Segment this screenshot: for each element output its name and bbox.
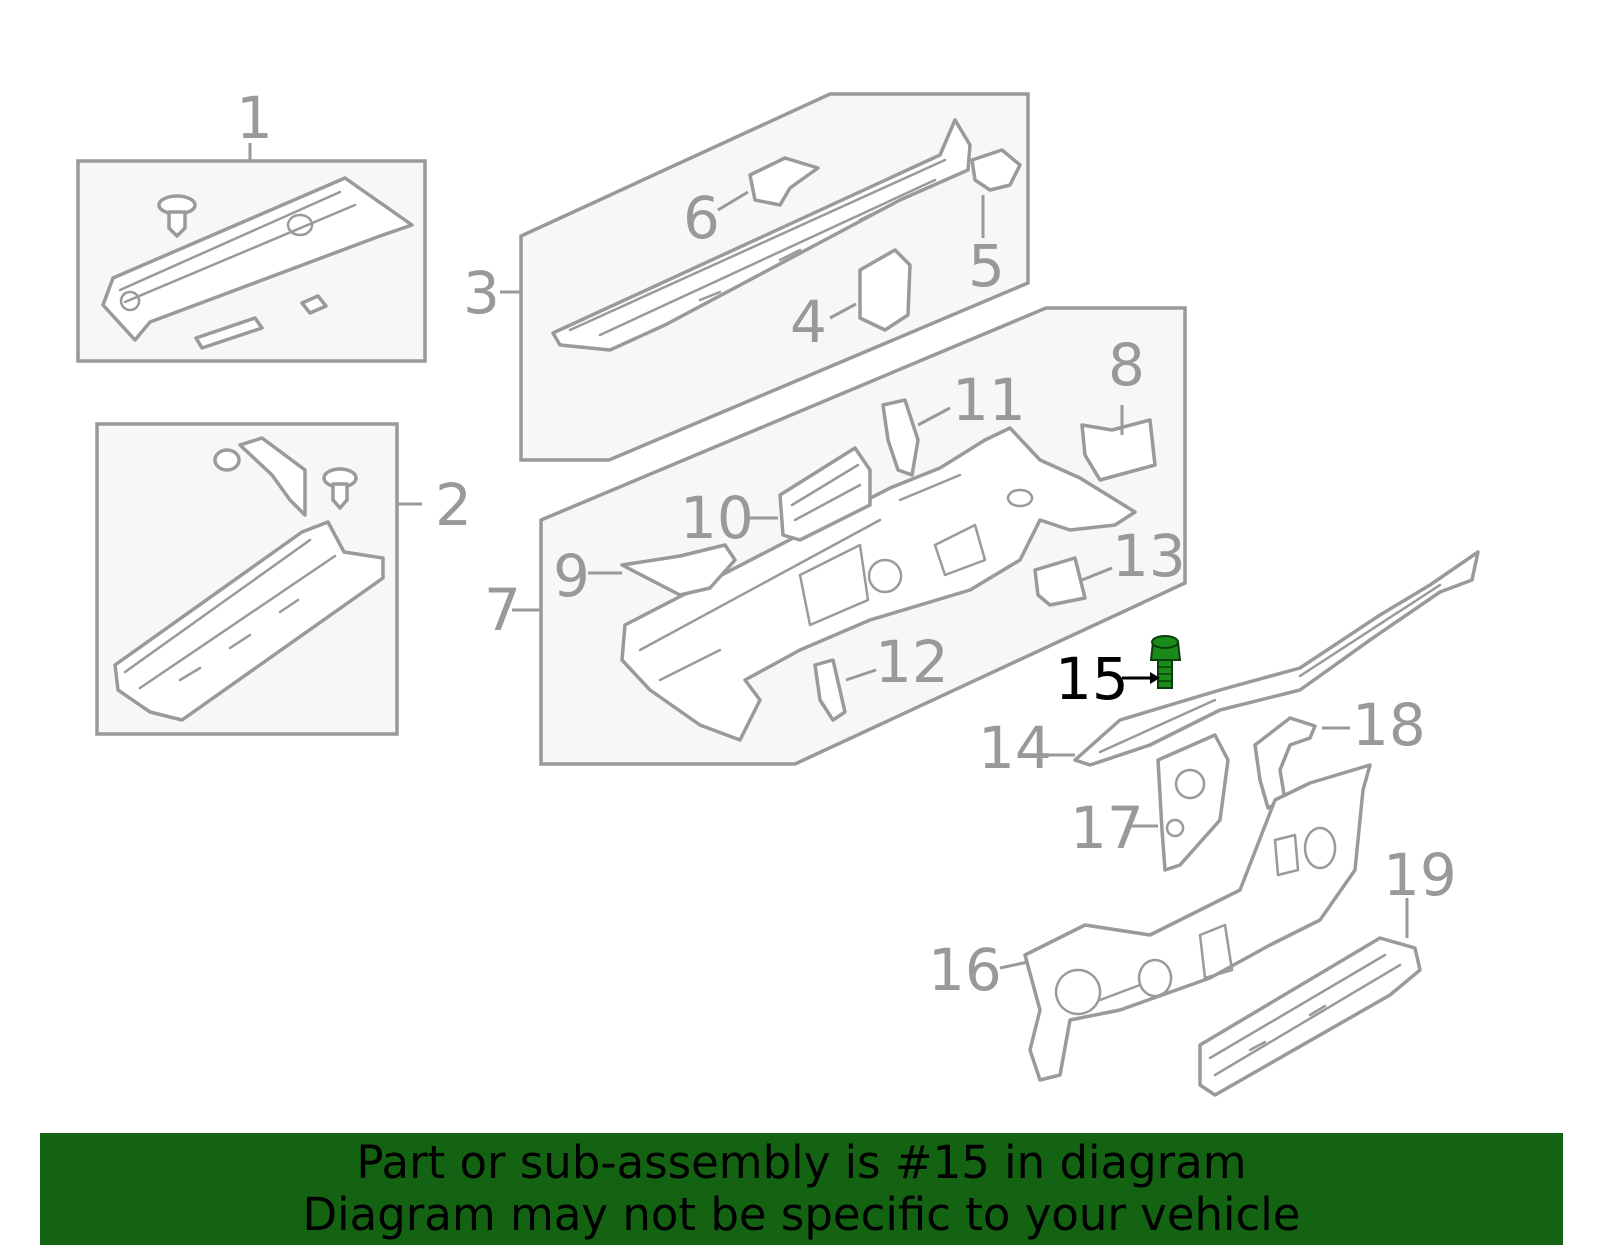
bolt-15-icon[interactable]	[1149, 635, 1182, 689]
callout-13[interactable]: 13	[1112, 522, 1186, 590]
cowl-side-shape	[113, 520, 385, 722]
right-group: 14 15 18 17 16 19	[928, 550, 1480, 1097]
callout-4[interactable]: 4	[790, 288, 827, 356]
callout-3[interactable]: 3	[463, 259, 500, 327]
callout-1[interactable]: 1	[236, 84, 273, 152]
clip-fastener-icon	[157, 194, 197, 238]
callout-16[interactable]: 16	[928, 936, 1002, 1004]
panel-1: 1	[76, 84, 427, 363]
panel-7: 7 8 11 10 9 12 13	[484, 306, 1187, 766]
callout-8[interactable]: 8	[1108, 331, 1145, 399]
callout-18[interactable]: 18	[1352, 691, 1426, 759]
callout-12[interactable]: 12	[875, 628, 949, 696]
callout-10[interactable]: 10	[680, 484, 754, 552]
panel-3: 3 6 5 4	[463, 92, 1030, 462]
callout-17[interactable]: 17	[1070, 794, 1144, 862]
banner-line-2: Diagram may not be specific to your vehi…	[302, 1188, 1301, 1241]
reinforcement-14-shape	[1073, 550, 1480, 767]
callout-11[interactable]: 11	[952, 366, 1026, 434]
dash-lower-panel-shape	[1023, 763, 1372, 1082]
callout-2[interactable]: 2	[435, 471, 472, 539]
callout-7[interactable]: 7	[484, 576, 521, 644]
banner-line-1: Part or sub-assembly is #15 in diagram	[356, 1136, 1247, 1189]
clip-fastener-icon	[213, 448, 358, 510]
panel-2: 2	[95, 422, 472, 736]
callout-19[interactable]: 19	[1383, 841, 1457, 909]
cowl-panel-shape	[551, 118, 972, 352]
callout-9[interactable]: 9	[553, 542, 590, 610]
callout-6[interactable]: 6	[683, 184, 720, 252]
callout-14[interactable]: 14	[978, 714, 1052, 782]
info-banner: Part or sub-assembly is #15 in diagram D…	[40, 1133, 1563, 1245]
callout-15[interactable]: 15	[1055, 645, 1129, 713]
dash-panel-shape	[620, 426, 1137, 742]
callout-5[interactable]: 5	[968, 232, 1005, 300]
cowl-cover-shape	[101, 176, 414, 342]
crossmember-19-shape	[1198, 936, 1422, 1097]
